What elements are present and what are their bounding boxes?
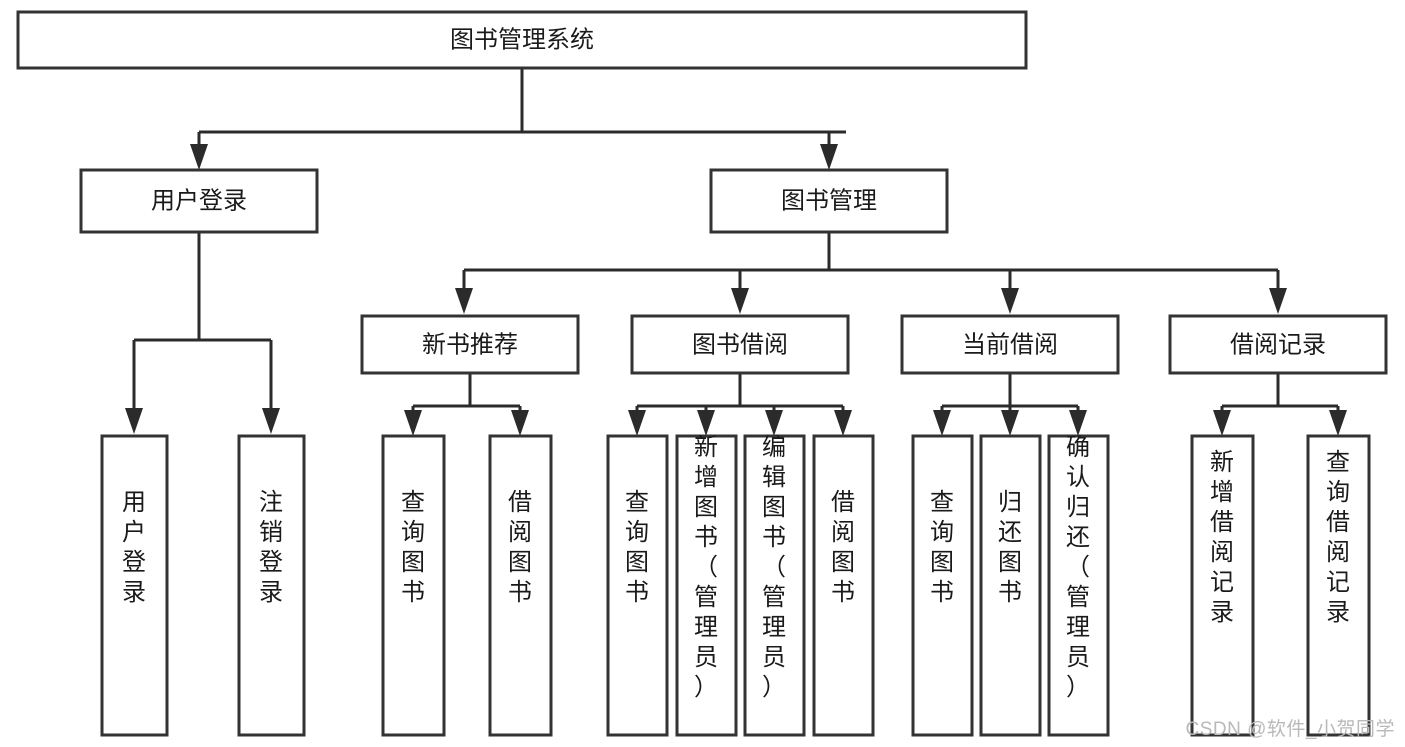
node-borrow-record[interactable]: 借阅记录: [1168, 314, 1388, 375]
leaf-query-book-1-label: 查询图书: [401, 489, 425, 606]
leaf-query-record-box[interactable]: [1306, 434, 1371, 737]
leaf-edit-book-label: 编辑图书（管理员）: [762, 434, 786, 701]
node-book-management-label: 图书管理: [781, 187, 877, 214]
arrow-to-leaf-user-login: [125, 408, 143, 434]
leaf-confirm-return[interactable]: 确认归还（管理员）: [1047, 434, 1110, 737]
arrow-to-leaf-query-book-2: [628, 410, 646, 436]
arrow-to-borrow-record: [1269, 288, 1287, 314]
leaf-query-book-1-box[interactable]: [381, 434, 446, 737]
leaf-user-logout-box[interactable]: [237, 434, 306, 737]
node-book-borrow-label: 图书借阅: [692, 331, 788, 358]
leaf-add-book[interactable]: 新增图书（管理员）: [675, 434, 738, 737]
arrow-to-new-book-recommend: [455, 288, 473, 314]
leaf-edit-book-box[interactable]: [743, 434, 806, 737]
node-book-borrow[interactable]: 图书借阅: [630, 314, 850, 375]
arrow-to-leaf-borrow-book-2: [834, 410, 852, 436]
node-borrow-record-label: 借阅记录: [1230, 331, 1326, 358]
arrow-to-book-borrow: [731, 288, 749, 314]
arrow-to-leaf-edit-book: [765, 410, 783, 436]
arrow-to-user-login: [190, 144, 208, 170]
node-root-box[interactable]: [16, 10, 1028, 70]
arrow-to-leaf-return-book: [1001, 410, 1019, 436]
leaf-return-book-box[interactable]: [979, 434, 1042, 737]
arrow-to-leaf-user-logout: [262, 408, 280, 434]
csdn-watermark: CSDN @软件_小贺同学: [1185, 719, 1395, 740]
node-current-borrow[interactable]: 当前借阅: [900, 314, 1120, 375]
leaf-user-login[interactable]: 用户登录: [100, 434, 169, 737]
node-new-book-recommend-label: 新书推荐: [422, 331, 518, 358]
leaf-query-book-3-box[interactable]: [911, 434, 974, 737]
node-user-login-label: 用户登录: [151, 187, 247, 214]
arrow-to-current-borrow: [1001, 288, 1019, 314]
node-current-borrow-label: 当前借阅: [962, 331, 1058, 358]
leaf-query-book-3-label: 查询图书: [930, 489, 954, 606]
leaf-return-book[interactable]: 归还图书: [979, 434, 1042, 737]
leaf-query-book-3[interactable]: 查询图书: [911, 434, 974, 737]
arrow-to-leaf-query-record: [1329, 410, 1347, 436]
node-book-management-box[interactable]: [709, 168, 949, 234]
leaf-query-book-2[interactable]: 查询图书: [606, 434, 669, 737]
node-book-management[interactable]: 图书管理: [709, 168, 949, 234]
connector-layer: [125, 68, 1347, 436]
leaf-user-logout[interactable]: 注销登录: [237, 434, 306, 737]
arrow-to-leaf-confirm-return: [1069, 410, 1087, 436]
leaf-confirm-return-box[interactable]: [1047, 434, 1110, 737]
node-new-book-recommend-box[interactable]: [360, 314, 580, 375]
node-user-login[interactable]: 用户登录: [79, 168, 319, 234]
leaf-borrow-book-1[interactable]: 借阅图书: [488, 434, 553, 737]
node-root[interactable]: 图书管理系统: [16, 10, 1028, 70]
arrow-to-leaf-query-book-3: [933, 410, 951, 436]
leaf-return-book-label: 归还图书: [998, 489, 1022, 606]
leaf-edit-book[interactable]: 编辑图书（管理员）: [743, 434, 806, 737]
leaf-query-record-label: 查询借阅记录: [1326, 449, 1350, 626]
leaf-borrow-book-1-box[interactable]: [488, 434, 553, 737]
leaf-query-record[interactable]: 查询借阅记录: [1306, 434, 1371, 737]
leaf-confirm-return-label: 确认归还（管理员）: [1066, 434, 1090, 701]
node-user-login-box[interactable]: [79, 168, 319, 234]
leaf-borrow-book-2[interactable]: 借阅图书: [812, 434, 875, 737]
leaf-add-book-box[interactable]: [675, 434, 738, 737]
leaf-borrow-book-2-box[interactable]: [812, 434, 875, 737]
leaf-add-record-box[interactable]: [1190, 434, 1255, 737]
arrow-to-leaf-add-book: [697, 410, 715, 436]
leaf-add-record-label: 新增借阅记录: [1210, 449, 1234, 626]
leaf-query-book-1[interactable]: 查询图书: [381, 434, 446, 737]
node-current-borrow-box[interactable]: [900, 314, 1120, 375]
arrow-to-leaf-borrow-book-1: [511, 410, 529, 436]
leaf-borrow-book-2-label: 借阅图书: [831, 489, 855, 606]
arrow-to-leaf-query-book-1: [404, 410, 422, 436]
node-new-book-recommend[interactable]: 新书推荐: [360, 314, 580, 375]
node-borrow-record-box[interactable]: [1168, 314, 1388, 375]
leaf-add-book-label: 新增图书（管理员）: [694, 434, 718, 701]
leaf-add-record[interactable]: 新增借阅记录: [1190, 434, 1255, 737]
arrow-to-book-management: [820, 144, 838, 170]
leaf-query-book-2-box[interactable]: [606, 434, 669, 737]
leaf-user-logout-label: 注销登录: [259, 489, 283, 606]
node-book-borrow-box[interactable]: [630, 314, 850, 375]
arrow-to-leaf-add-record: [1213, 410, 1231, 436]
leaf-user-login-label: 用户登录: [122, 489, 146, 606]
leaf-borrow-book-1-label: 借阅图书: [508, 489, 532, 606]
leaf-user-login-box[interactable]: [100, 434, 169, 737]
node-root-label: 图书管理系统: [450, 26, 594, 53]
leaf-query-book-2-label: 查询图书: [625, 489, 649, 606]
